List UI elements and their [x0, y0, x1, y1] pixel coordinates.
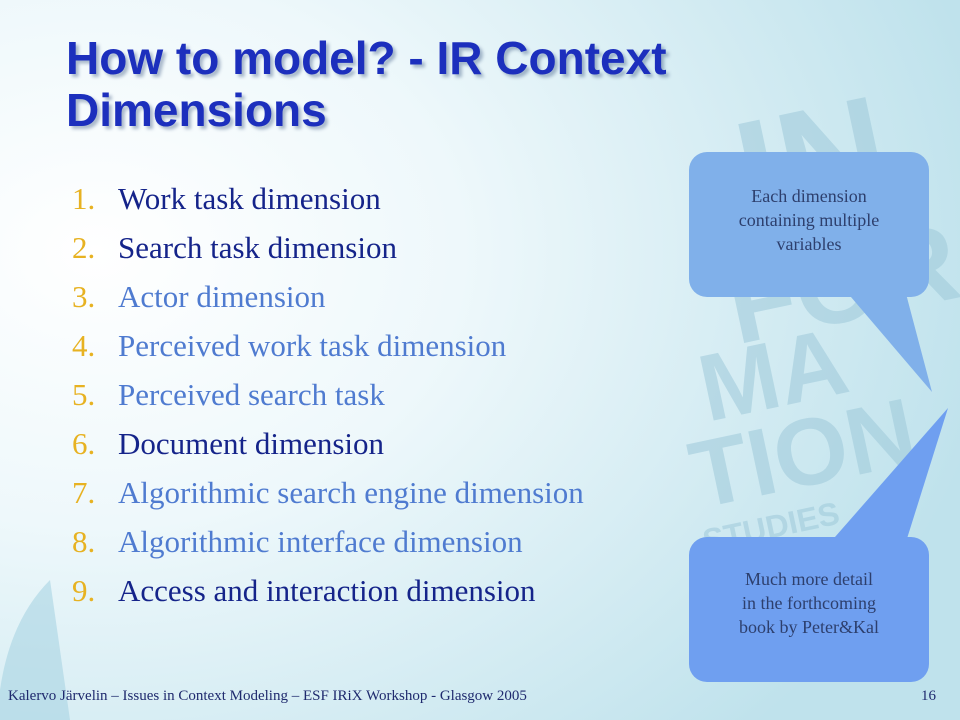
- item-number: 6.: [72, 426, 96, 461]
- item-label: Actor dimension: [118, 279, 326, 314]
- item-number: 2.: [72, 230, 96, 265]
- callout-line: Each dimension: [751, 186, 867, 206]
- callout-line: variables: [776, 234, 842, 254]
- callout-line: book by Peter&Kal: [739, 617, 879, 637]
- item-label: Algorithmic search engine dimension: [118, 475, 584, 510]
- callout-book: Much more detail in the forthcoming book…: [689, 537, 929, 682]
- callout-tail-2: [828, 408, 948, 545]
- item-label: Document dimension: [118, 426, 385, 461]
- item-number: 3.: [72, 279, 96, 314]
- item-label: Access and interaction dimension: [118, 573, 536, 608]
- item-label: Algorithmic interface dimension: [118, 524, 523, 559]
- slide-title: How to model? - IR Context Dimensions: [66, 32, 667, 136]
- callout-text: Much more detail in the forthcoming book…: [689, 567, 929, 639]
- item-number: 8.: [72, 524, 96, 559]
- callout-line: Much more detail: [745, 569, 873, 589]
- callout-dimensions: Each dimension containing multiple varia…: [689, 152, 929, 297]
- item-number: 4.: [72, 328, 96, 363]
- callout-line: containing multiple: [738, 210, 880, 230]
- item-number: 9.: [72, 573, 96, 608]
- page-number: 16: [921, 688, 936, 704]
- item-label: Perceived search task: [118, 377, 385, 412]
- callout-line: in the forthcoming: [742, 593, 876, 613]
- item-number: 5.: [72, 377, 96, 412]
- callout-text: Each dimension containing multiple varia…: [689, 184, 929, 256]
- item-number: 7.: [72, 475, 96, 510]
- slide-footer: Kalervo Järvelin – Issues in Context Mod…: [8, 688, 527, 704]
- callout-tail-1: [845, 290, 932, 392]
- item-number: 1.: [72, 181, 96, 216]
- item-label: Work task dimension: [118, 181, 381, 216]
- item-label: Search task dimension: [118, 230, 397, 265]
- item-label: Perceived work task dimension: [118, 328, 507, 363]
